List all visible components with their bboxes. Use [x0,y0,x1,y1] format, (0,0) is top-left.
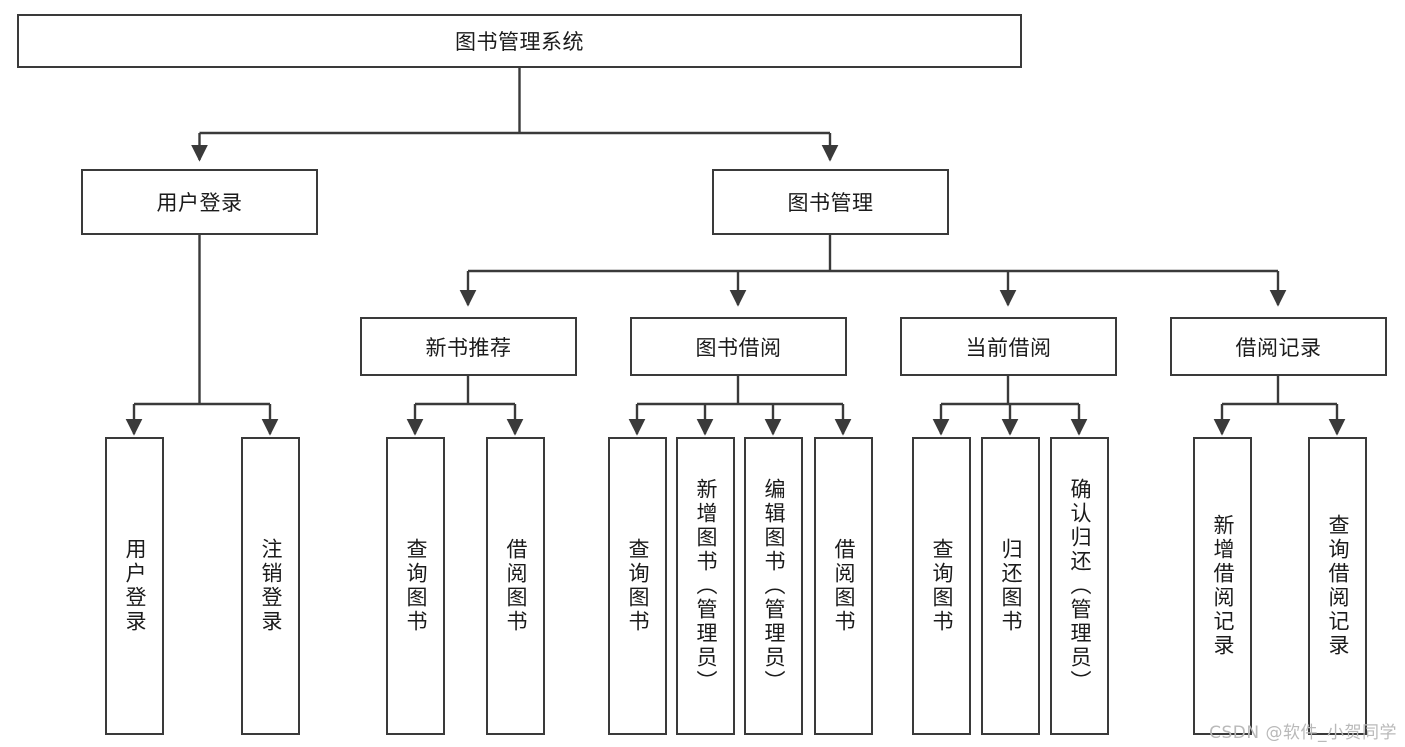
leaf-records-add-record[interactable]: 新增借阅记录 [1193,437,1252,735]
leaf-current-return-book[interactable]: 归还图书 [981,437,1040,735]
node-current-borrow-label: 当前借阅 [965,335,1052,360]
leaf-records-add-record-label: 新增借阅记录 [1211,514,1235,658]
node-book-borrow-label: 图书借阅 [695,335,782,360]
node-new-book-recommend[interactable]: 新书推荐 [360,317,577,376]
leaf-newbook-query-book-label: 查询图书 [404,538,428,634]
leaf-user-login-label: 用户登录 [123,538,147,634]
leaf-newbook-borrow-book-label: 借阅图书 [504,538,528,634]
leaf-user-logout[interactable]: 注销登录 [241,437,300,735]
node-user-login[interactable]: 用户登录 [81,169,318,235]
leaf-borrow-borrow-book-label: 借阅图书 [832,538,856,634]
leaf-borrow-add-book[interactable]: 新增图书（管理员） [676,437,735,735]
node-root[interactable]: 图书管理系统 [17,14,1022,68]
leaf-records-query-record-label: 查询借阅记录 [1326,514,1350,658]
leaf-borrow-query-book-label: 查询图书 [626,538,650,634]
leaf-current-query-book-label: 查询图书 [930,538,954,634]
node-borrow-records[interactable]: 借阅记录 [1170,317,1387,376]
node-new-book-recommend-label: 新书推荐 [425,335,512,360]
node-book-borrow[interactable]: 图书借阅 [630,317,847,376]
leaf-current-confirm-return[interactable]: 确认归还（管理员） [1050,437,1109,735]
leaf-current-query-book[interactable]: 查询图书 [912,437,971,735]
leaf-user-logout-label: 注销登录 [259,538,283,634]
leaf-user-login[interactable]: 用户登录 [105,437,164,735]
leaf-borrow-edit-book-label: 编辑图书（管理员） [762,478,786,694]
leaf-borrow-edit-book[interactable]: 编辑图书（管理员） [744,437,803,735]
leaf-borrow-add-book-label: 新增图书（管理员） [694,478,718,694]
node-user-login-label: 用户登录 [156,191,243,215]
leaf-borrow-borrow-book[interactable]: 借阅图书 [814,437,873,735]
node-book-management[interactable]: 图书管理 [712,169,949,235]
leaf-records-query-record[interactable]: 查询借阅记录 [1308,437,1367,735]
node-root-label: 图书管理系统 [455,30,584,54]
leaf-borrow-query-book[interactable]: 查询图书 [608,437,667,735]
leaf-current-confirm-return-label: 确认归还（管理员） [1068,478,1092,694]
node-borrow-records-label: 借阅记录 [1235,335,1322,360]
node-book-management-label: 图书管理 [787,191,874,215]
leaf-newbook-borrow-book[interactable]: 借阅图书 [486,437,545,735]
node-current-borrow[interactable]: 当前借阅 [900,317,1117,376]
leaf-newbook-query-book[interactable]: 查询图书 [386,437,445,735]
leaf-current-return-book-label: 归还图书 [999,538,1023,634]
csdn-watermark: CSDN @软件_小贺同学 [1209,723,1397,743]
